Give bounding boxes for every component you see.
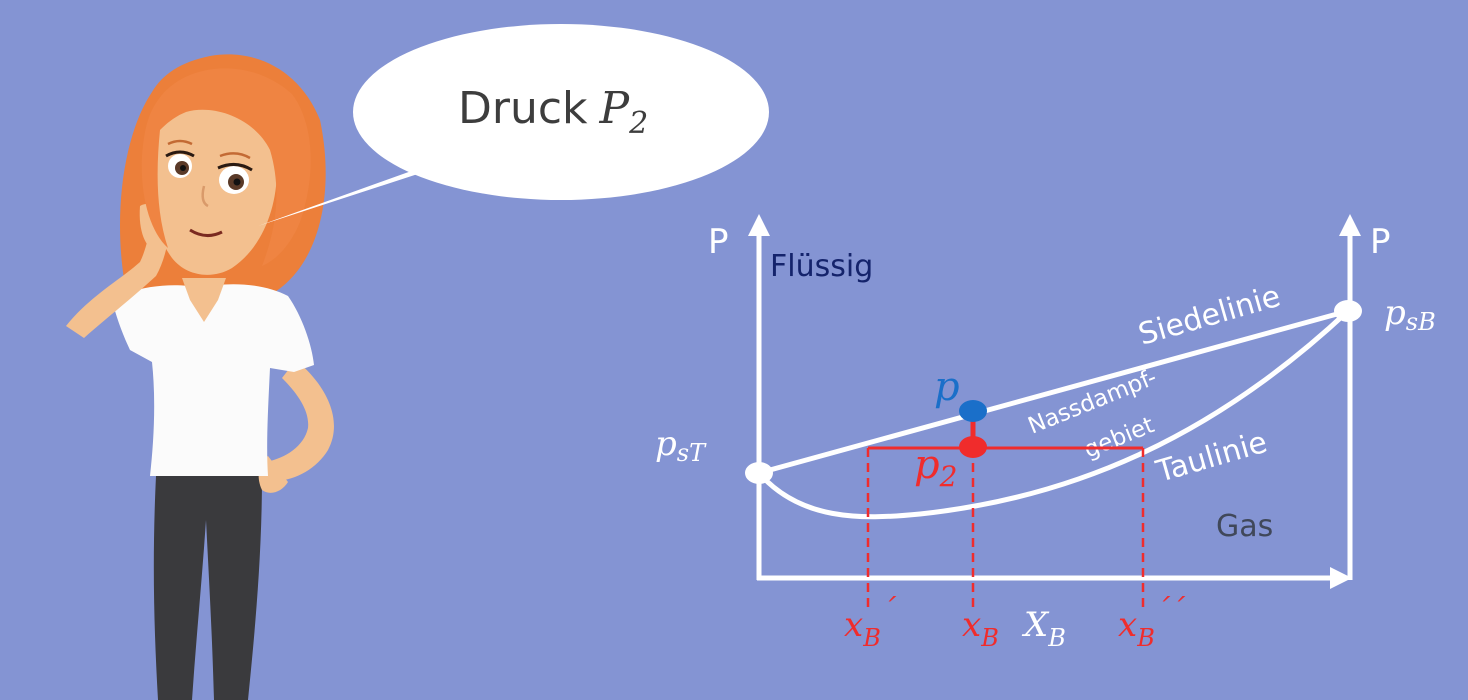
dew-line [757, 309, 1350, 520]
speech-bubble-body [353, 24, 769, 200]
point-p2-label: p2 [914, 442, 957, 493]
left-axis-label: P [708, 222, 729, 262]
nose [201, 185, 209, 208]
arm-left [66, 226, 170, 338]
shirt [112, 284, 314, 476]
x-axis-arrow [1330, 567, 1352, 589]
boiling-line [758, 308, 1349, 476]
phase-diagram: P P Flüssig Gas Siedelinie Taulinie Nass… [655, 214, 1436, 652]
dew-line-label: Taulinie [1152, 425, 1271, 490]
boiling-line-label: Siedelinie [1135, 279, 1285, 353]
psb-point [1334, 300, 1362, 322]
speech-word: Druck [458, 83, 588, 134]
region-gas-label: Gas [1216, 509, 1273, 544]
x-mid-label: xB [962, 605, 999, 652]
point-p-label: p [934, 364, 960, 410]
left-axis-arrow [748, 214, 770, 236]
neck [182, 278, 226, 322]
x-vapor-label: xB´´ [1118, 593, 1186, 652]
region-liquid-label: Flüssig [770, 249, 873, 284]
pst-point [745, 462, 773, 484]
wet-steam-label-2: gebiet [1081, 412, 1158, 463]
speech-var: P [599, 83, 631, 134]
hair-front [141, 68, 311, 266]
psb-label: psB [1384, 293, 1436, 336]
point-p-marker [959, 400, 987, 422]
x-axis-label: XB [1021, 605, 1066, 652]
point-p2-marker [959, 436, 987, 458]
legs [153, 476, 262, 700]
woman-character [66, 54, 334, 700]
right-axis-label: P [1370, 222, 1391, 262]
mouth [189, 228, 223, 237]
speech-sub: 2 [628, 106, 648, 141]
x-liquid-label: xB´ [844, 593, 897, 652]
arm-right [266, 360, 334, 481]
right-axis-arrow [1339, 214, 1361, 236]
pst-label: psT [655, 424, 707, 467]
face [148, 89, 277, 275]
